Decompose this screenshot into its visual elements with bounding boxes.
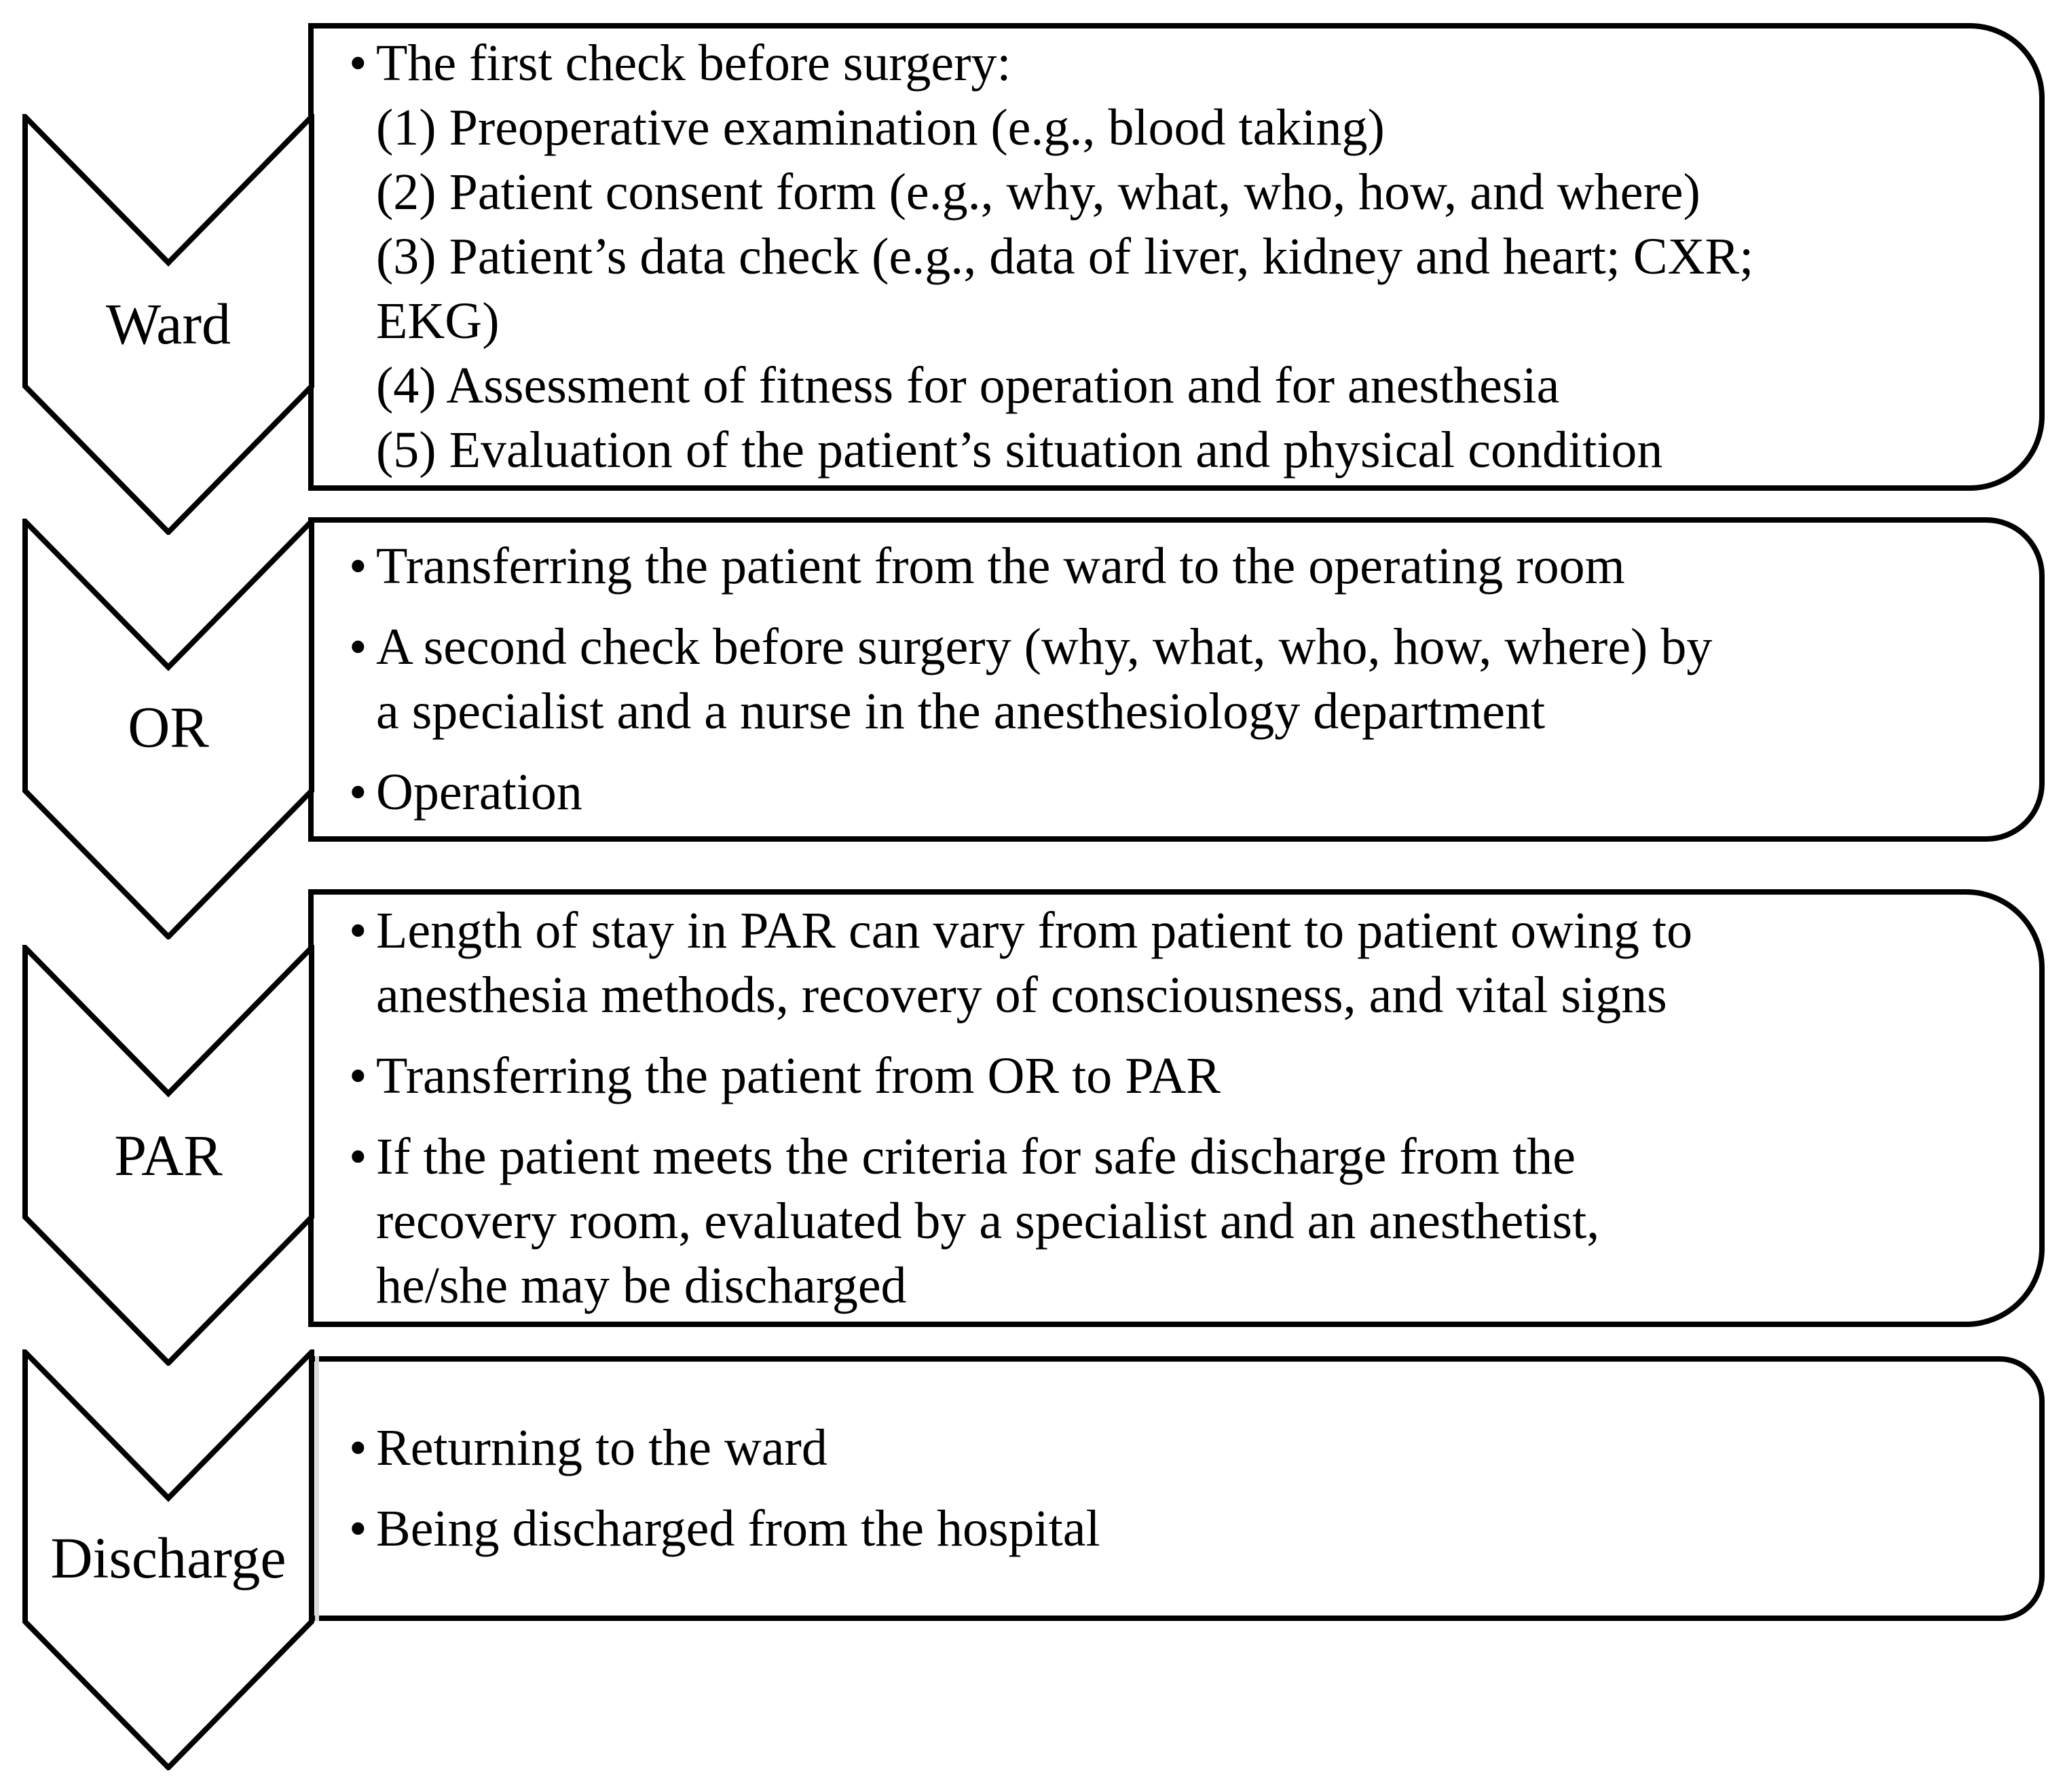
item-text: If the patient meets the criteria for sa… [376, 1125, 1599, 1318]
item-text: Returning to the ward [376, 1416, 827, 1480]
bullet-icon: • [349, 1419, 367, 1476]
stage-label-or: OR [128, 694, 209, 760]
bullet-icon: • [349, 901, 367, 959]
bullet-icon: • [349, 538, 367, 595]
text-line: (2) Patient consent form (e.g., why, wha… [376, 164, 1700, 221]
bullet-item: •Length of stay in PAR can vary from pat… [349, 899, 2027, 1028]
stage-box-discharge: •Returning to the ward•Being discharged … [308, 1356, 2045, 1621]
item-text: Length of stay in PAR can vary from pati… [376, 899, 1692, 1028]
discharge-box-left-edge [315, 1356, 319, 1621]
item-text: Being discharged from the hospital [376, 1497, 1100, 1561]
stage-box-ward: •The first check before surgery: (1) Preo… [308, 23, 2045, 491]
bullet-item: •Being discharged from the hospital [349, 1497, 2027, 1561]
bullet-icon: • [349, 618, 367, 675]
text-line: Transferring the patient from OR to PAR [376, 1047, 1221, 1104]
bullet-item: •Transferring the patient from the ward … [349, 534, 2027, 599]
text-line: (3) Patient’s data check (e.g., data of … [376, 228, 1754, 285]
item-text: A second check before surgery (why, what… [376, 615, 1712, 744]
text-line: If the patient meets the criteria for sa… [376, 1127, 1576, 1185]
text-line: recovery room, evaluated by a specialist… [376, 1192, 1600, 1250]
chevron-arrow-par [22, 945, 314, 1366]
bullet-item: •The first check before surgery: (1) Preo… [349, 31, 2027, 483]
text-line: Operation [376, 764, 582, 821]
bullet-item: •If the patient meets the criteria for s… [349, 1125, 2027, 1318]
text-line: he/she may be discharged [376, 1256, 907, 1314]
text-line: Length of stay in PAR can vary from pati… [376, 901, 1693, 959]
bullet-icon: • [349, 35, 367, 92]
item-text: Transferring the patient from the ward t… [376, 534, 1625, 599]
item-text: Operation [376, 760, 582, 825]
text-line: EKG) [376, 293, 500, 350]
stage-label-par: PAR [114, 1123, 223, 1188]
chevron-arrow-discharge [22, 1349, 314, 1770]
text-line: Being discharged from the hospital [376, 1500, 1100, 1557]
stage-label-ward: Ward [105, 291, 231, 356]
item-text: Transferring the patient from OR to PAR [376, 1044, 1221, 1108]
bullet-item: •Returning to the ward [349, 1416, 2027, 1480]
text-line: (1) Preoperative examination (e.g., bloo… [376, 99, 1385, 156]
text-line: Transferring the patient from the ward t… [376, 538, 1625, 595]
stage-box-or: •Transferring the patient from the ward … [308, 517, 2045, 842]
text-line: (5) Evaluation of the patient’s situatio… [376, 422, 1663, 479]
bullet-item: •A second check before surgery (why, wha… [349, 615, 2027, 744]
stage-label-discharge: Discharge [50, 1525, 286, 1590]
bullet-item: •Operation [349, 760, 2027, 825]
text-line: Returning to the ward [376, 1419, 827, 1476]
bullet-icon: • [349, 764, 367, 821]
text-line: anesthesia methods, recovery of consciou… [376, 966, 1667, 1024]
stage-box-par: •Length of stay in PAR can vary from pat… [308, 889, 2045, 1327]
text-line: a specialist and a nurse in the anesthes… [376, 683, 1546, 740]
bullet-icon: • [349, 1500, 367, 1557]
text-line: A second check before surgery (why, what… [376, 618, 1713, 675]
text-line: The first check before surgery: [376, 35, 1011, 92]
text-line: (4) Assessment of fitness for operation … [376, 357, 1560, 414]
bullet-icon: • [349, 1047, 367, 1104]
chevron-arrow-or [22, 519, 314, 939]
bullet-icon: • [349, 1127, 367, 1185]
item-text: The first check before surgery: (1) Preop… [376, 31, 1753, 483]
bullet-item: •Transferring the patient from OR to PAR [349, 1044, 2027, 1108]
chevron-arrow-ward [22, 114, 314, 535]
